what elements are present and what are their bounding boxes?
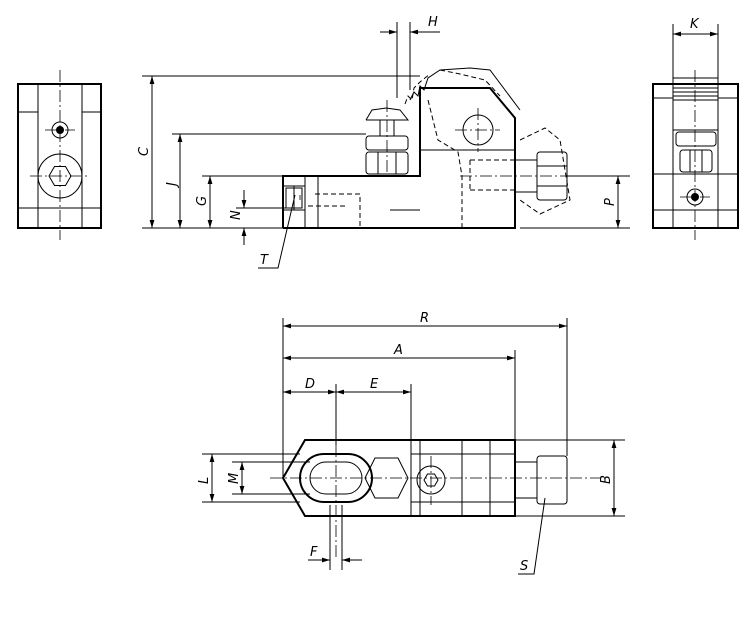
dimension-labels: H K C J G N P T R A D E L M B F S <box>137 15 700 574</box>
hex-nut-icon <box>364 457 409 499</box>
dimensions <box>142 22 719 575</box>
label-C: C <box>137 146 152 156</box>
label-P: P <box>603 198 618 206</box>
label-N: N <box>229 210 244 220</box>
label-M: M <box>227 473 242 484</box>
label-S: S <box>520 559 528 574</box>
label-G: G <box>195 196 210 206</box>
label-K: K <box>690 17 700 32</box>
right-end-view <box>652 70 739 240</box>
jaw-face <box>672 77 719 131</box>
plan-clamp-screw <box>514 461 538 499</box>
label-F: F <box>310 545 318 560</box>
label-E: E <box>370 377 379 392</box>
label-T: T <box>260 253 269 268</box>
plan-clamp-head <box>536 455 568 505</box>
label-A: A <box>393 343 403 358</box>
label-R: R <box>420 311 429 326</box>
label-J: J <box>165 182 180 189</box>
label-B: B <box>599 475 614 484</box>
left-end-view <box>17 70 102 240</box>
label-L: L <box>197 477 212 484</box>
plan-view <box>270 439 600 560</box>
label-D: D <box>305 377 315 392</box>
side-view <box>282 67 630 229</box>
label-H: H <box>428 15 438 30</box>
